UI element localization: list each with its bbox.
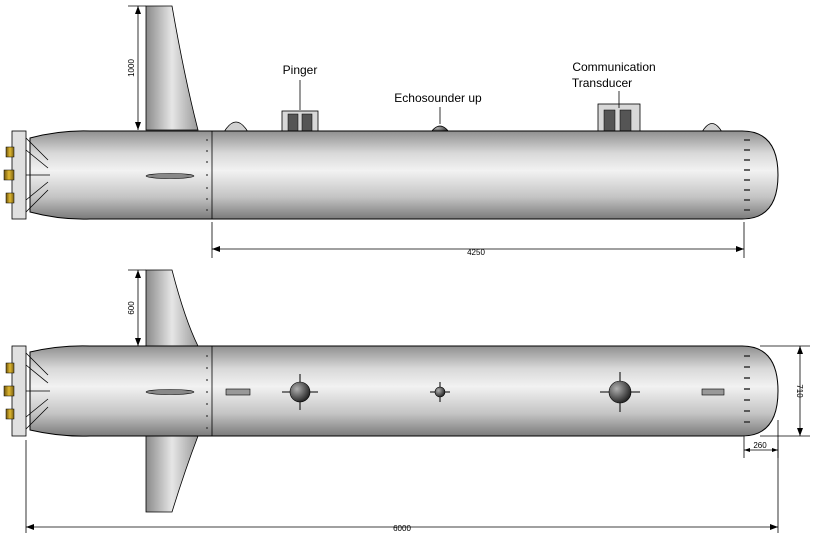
comm-transducer-plan [600,372,640,412]
dim-diameter: 710 [760,345,810,437]
propeller-shroud [3,130,50,220]
pinger-housing [281,110,319,134]
echosounder-label: Echosounder up [394,91,482,105]
dim-overall-length-label: 6000 [393,524,411,533]
side-fin-stub [145,173,195,179]
dim-fin-height: 1000 [127,5,146,130]
comm-label-line1: Communication [572,60,655,74]
side-view: Pinger Echosounder up Communication Tran… [3,5,779,258]
slot-rear [701,388,725,396]
dim-hull-length: 4250 [211,222,745,258]
plan-view: 600 710 260 6000 [3,269,810,533]
rivet-line-aft [206,139,208,211]
pinger-label: Pinger [283,63,318,77]
propeller-shroud-plan [3,345,50,437]
nose-vents-plan [744,355,750,423]
pinger-plan [282,374,318,410]
lower-fin-plan [145,435,199,513]
hull-plan [29,345,779,437]
dim-diameter-label: 710 [795,384,804,398]
rivet-line-plan [206,355,208,429]
upper-fin-plan [145,269,199,347]
dim-fin-height-label: 1000 [127,59,136,77]
echosounder-plan [430,382,450,402]
side-fin-stub-plan [145,389,195,395]
comm-transducer-housing [597,103,641,134]
dim-nose-length-label: 260 [753,441,767,450]
dim-overall-length: 6000 [25,440,779,533]
comm-label-line2: Transducer [572,76,632,90]
slot-front [225,388,251,396]
vertical-fin [145,5,199,131]
hull-side [29,130,779,220]
dim-fin-span-label: 600 [127,301,136,315]
dim-fin-span: 600 [127,269,146,346]
dim-hull-length-label: 4250 [467,248,485,257]
nose-vents [744,139,750,211]
